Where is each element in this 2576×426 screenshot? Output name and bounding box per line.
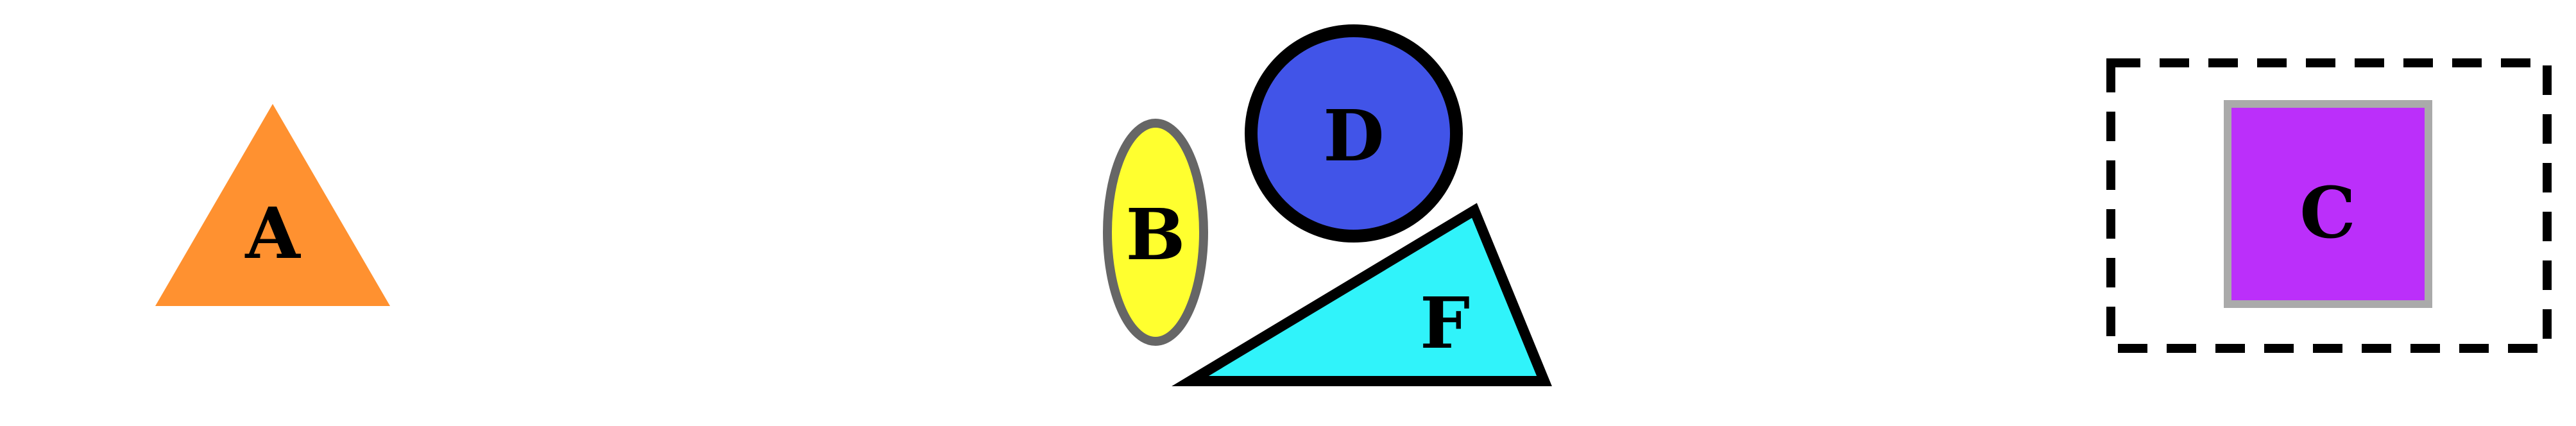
- shape-b-label: B: [1126, 193, 1186, 276]
- shape-f-label: F: [1420, 282, 1470, 364]
- shape-a-triangle: [155, 104, 390, 306]
- shape-b-ellipse: [1103, 119, 1208, 346]
- shape-a: A: [155, 104, 390, 306]
- shape-c-label: C: [2299, 171, 2356, 254]
- shape-c: C: [2224, 100, 2432, 308]
- shape-f-triangle: [1172, 203, 1552, 386]
- shape-b: B: [1103, 119, 1208, 346]
- shape-f: F: [1172, 203, 1552, 386]
- dashed-container: [2106, 58, 2552, 353]
- shape-a-label: A: [244, 192, 301, 275]
- shape-d-label: D: [1323, 94, 1384, 177]
- shape-d-circle: [1245, 24, 1463, 243]
- shape-c-square: [2224, 100, 2432, 308]
- shape-d: D: [1245, 24, 1463, 243]
